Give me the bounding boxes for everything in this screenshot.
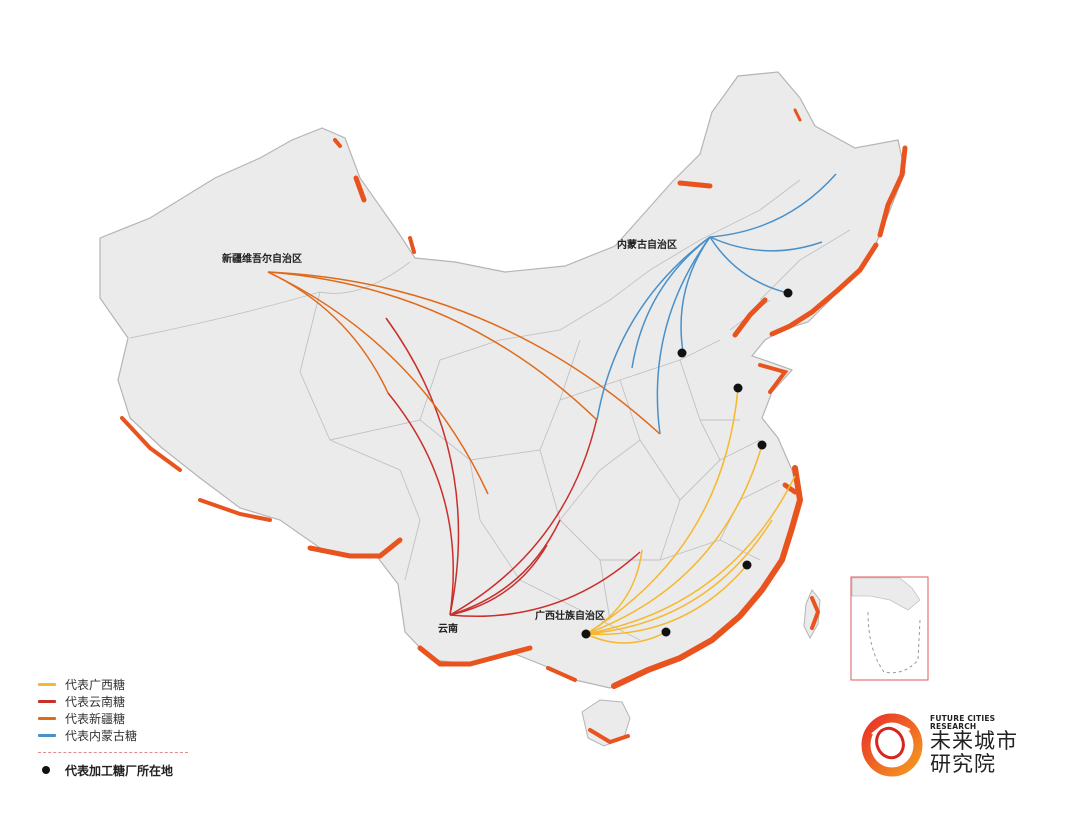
inset-land xyxy=(851,577,921,611)
flow-guangxi-4 xyxy=(585,564,748,636)
factory-dot-1 xyxy=(677,348,687,358)
label-guangxi: 广西壮族自治区 xyxy=(535,609,605,622)
legend-item-neimenggu: 代表内蒙古糖 xyxy=(38,727,188,744)
flow-xinjiang-0 xyxy=(267,271,489,495)
factory-dot-icon xyxy=(42,766,50,774)
legend-label-yunnan: 代表云南糖 xyxy=(65,695,126,709)
flow-xinjiang-3 xyxy=(267,271,661,435)
coastline-accents xyxy=(120,108,908,745)
china-mainland xyxy=(99,71,906,689)
flow-guangxi-5 xyxy=(585,631,667,644)
flow-guangxi-1 xyxy=(585,444,763,635)
factory-dot-6 xyxy=(581,629,591,639)
flow-lines xyxy=(267,173,837,644)
legend-label-factory: 代表加工糖厂所在地 xyxy=(65,763,174,778)
legend-item-guangxi: 代表广西糖 xyxy=(38,676,188,693)
factory-dot-4 xyxy=(742,560,752,570)
map-legend: 代表广西糖 代表云南糖 代表新疆糖 代表内蒙古糖 代表加工糖厂所在地 xyxy=(38,676,188,778)
flow-neimenggu-5 xyxy=(596,236,711,421)
taiwan-island xyxy=(803,589,821,640)
flow-xinjiang-2 xyxy=(267,271,598,421)
logo-cn-line2: 研究院 xyxy=(930,751,996,776)
legend-swatch-yunnan xyxy=(38,700,56,703)
flow-yunnan-5 xyxy=(449,551,641,618)
logo-en-line1: FUTURE CITIES xyxy=(930,714,996,724)
flow-yunnan-4 xyxy=(449,544,548,616)
legend-swatch-guangxi xyxy=(38,683,56,686)
factory-dot-2 xyxy=(733,383,743,393)
flow-yunnan-2 xyxy=(449,417,598,616)
flow-guangxi-6 xyxy=(585,549,643,635)
flow-guangxi-0 xyxy=(585,387,739,635)
legend-divider xyxy=(38,752,188,753)
factory-dot-3 xyxy=(757,440,767,450)
future-cities-logo: FUTURE CITIES RESEARCH 未来城市 研究院 xyxy=(860,712,1018,778)
logo-ring-icon xyxy=(861,713,923,777)
factory-dot-5 xyxy=(661,627,671,637)
logo-en-line2: RESEARCH xyxy=(930,721,977,731)
label-neimenggu: 内蒙古自治区 xyxy=(617,238,677,251)
flow-xinjiang-1 xyxy=(267,271,389,394)
factory-dots xyxy=(581,288,793,639)
nine-dash-line xyxy=(867,611,921,674)
factory-dot-0 xyxy=(783,288,793,298)
legend-label-neimenggu: 代表内蒙古糖 xyxy=(65,729,138,743)
flow-yunnan-0 xyxy=(385,317,460,616)
legend-label-guangxi: 代表广西糖 xyxy=(65,678,126,692)
flow-guangxi-3 xyxy=(585,519,773,635)
logo-text: FUTURE CITIES RESEARCH 未来城市 研究院 xyxy=(930,715,1018,774)
label-yunnan: 云南 xyxy=(438,622,458,635)
legend-item-xinjiang: 代表新疆糖 xyxy=(38,710,188,727)
flow-neimenggu-6 xyxy=(656,236,711,435)
flow-guangxi-2 xyxy=(585,475,796,635)
logo-cn-line1: 未来城市 xyxy=(930,729,1018,754)
flow-yunnan-1 xyxy=(387,392,455,616)
flow-neimenggu-0 xyxy=(709,173,837,238)
legend-swatch-neimenggu xyxy=(38,734,56,737)
label-xinjiang: 新疆维吾尔自治区 xyxy=(222,252,302,265)
flow-neimenggu-1 xyxy=(709,236,823,252)
flow-neimenggu-2 xyxy=(709,236,789,294)
legend-swatch-xinjiang xyxy=(38,717,56,720)
legend-item-yunnan: 代表云南糖 xyxy=(38,693,188,710)
legend-label-xinjiang: 代表新疆糖 xyxy=(65,712,126,726)
flow-yunnan-3 xyxy=(449,519,561,616)
legend-item-factory: 代表加工糖厂所在地 xyxy=(38,762,188,778)
